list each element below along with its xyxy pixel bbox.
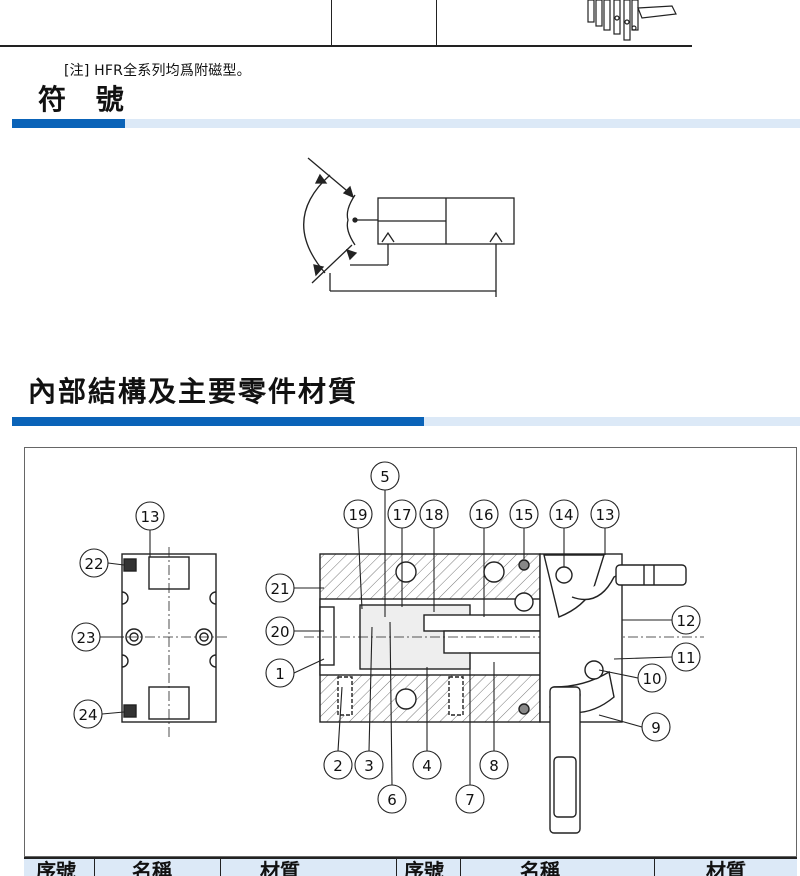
table-divider <box>436 0 437 45</box>
callout-16: 16 <box>469 499 499 617</box>
callout-13-side: 13 <box>135 501 165 557</box>
svg-text:4: 4 <box>422 757 432 775</box>
lever-assembly <box>514 553 687 834</box>
col-no: 序號 <box>36 859 76 876</box>
callout-6: 6 <box>377 621 407 814</box>
svg-text:23: 23 <box>76 629 95 647</box>
cross-section-drawing: 13 22 23 24 5 19 17 18 16 15 14 13 21 20… <box>71 461 704 834</box>
callout-17: 17 <box>387 499 417 607</box>
svg-text:6: 6 <box>387 791 397 809</box>
svg-text:12: 12 <box>676 612 695 630</box>
callout-2: 2 <box>323 686 353 780</box>
svg-text:1: 1 <box>275 665 285 683</box>
callout-7: 7 <box>455 652 485 814</box>
callout-22: 22 <box>79 548 125 578</box>
pneumatic-symbol-diagram <box>303 157 515 297</box>
svg-text:3: 3 <box>364 757 374 775</box>
callout-20: 20 <box>265 616 324 646</box>
svg-text:17: 17 <box>392 506 411 524</box>
magnetic-note: [注] HFR全系列均爲附磁型。 <box>64 63 251 79</box>
symbol-heading-underline <box>12 119 800 128</box>
svg-text:19: 19 <box>348 506 367 524</box>
callout-13-main: 13 <box>590 499 620 555</box>
svg-text:9: 9 <box>651 719 661 737</box>
svg-text:13: 13 <box>595 506 614 524</box>
svg-text:2: 2 <box>333 757 343 775</box>
callout-8: 8 <box>479 662 509 780</box>
table-divider <box>331 0 332 45</box>
callout-23: 23 <box>71 622 124 652</box>
col-no-2: 序號 <box>404 859 444 876</box>
callout-12: 12 <box>622 605 701 635</box>
callout-21: 21 <box>265 573 324 603</box>
gripper-illustration <box>587 0 677 41</box>
svg-text:24: 24 <box>78 706 97 724</box>
callout-10: 10 <box>598 663 667 693</box>
callout-3: 3 <box>354 626 384 780</box>
svg-text:15: 15 <box>514 506 533 524</box>
svg-text:8: 8 <box>489 757 499 775</box>
callout-15: 15 <box>509 499 539 559</box>
callout-19: 19 <box>343 499 373 610</box>
col-material: 材質 <box>260 859 300 876</box>
svg-text:5: 5 <box>380 468 390 486</box>
callout-14: 14 <box>549 499 579 567</box>
svg-text:14: 14 <box>554 506 573 524</box>
callout-18: 18 <box>419 499 449 612</box>
callout-5: 5 <box>370 461 400 617</box>
callout-24: 24 <box>73 699 125 729</box>
svg-text:21: 21 <box>270 580 289 598</box>
svg-text:18: 18 <box>424 506 443 524</box>
svg-text:7: 7 <box>465 791 475 809</box>
internal-heading-underline <box>12 417 800 426</box>
symbol-heading: 符 號 <box>38 83 134 116</box>
parts-material-table-header: 序號 名稱 材質 序號 名稱 材質 <box>24 857 797 876</box>
svg-text:20: 20 <box>270 623 289 641</box>
main-body-section <box>304 553 704 723</box>
svg-text:16: 16 <box>474 506 493 524</box>
callout-9: 9 <box>598 712 671 742</box>
callout-11: 11 <box>613 642 701 672</box>
svg-text:10: 10 <box>642 670 661 688</box>
col-name: 名稱 <box>132 859 172 876</box>
col-material-2: 材質 <box>706 859 746 876</box>
callout-bubbles: 13 22 23 24 5 19 17 18 16 15 14 13 21 20… <box>71 461 701 814</box>
svg-text:13: 13 <box>140 508 159 526</box>
internal-structure-heading: 內部結構及主要零件材質 <box>28 375 359 408</box>
callout-4: 4 <box>412 667 442 780</box>
top-spec-table-fragment <box>0 0 692 47</box>
callout-1: 1 <box>265 658 325 688</box>
col-name-2: 名稱 <box>520 859 560 876</box>
svg-text:11: 11 <box>676 649 695 667</box>
side-view <box>109 547 229 737</box>
svg-text:22: 22 <box>84 555 103 573</box>
